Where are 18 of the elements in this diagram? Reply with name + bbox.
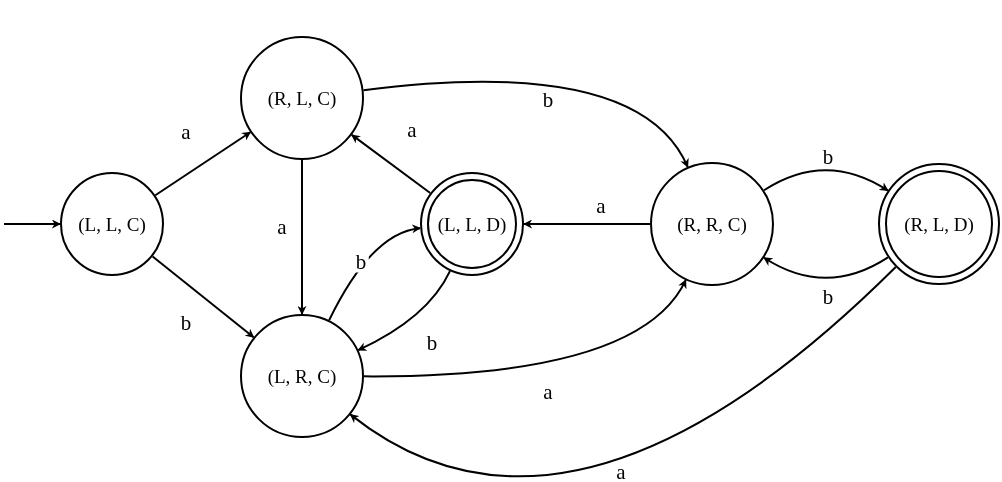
arrow xyxy=(763,256,889,279)
arrow xyxy=(154,131,252,197)
state-label: (R, L, D) xyxy=(904,214,974,234)
state-label: (R, R, C) xyxy=(677,214,747,234)
state-label: (L, L, C) xyxy=(78,214,146,234)
arrow xyxy=(328,224,422,322)
state-label: (L, L, D) xyxy=(437,214,507,234)
arrow xyxy=(763,169,889,192)
arrow xyxy=(151,255,255,339)
arrow xyxy=(297,159,307,315)
state-label: (R, L, C) xyxy=(267,88,337,108)
arrow xyxy=(350,133,432,195)
arrow xyxy=(523,219,651,229)
arrow xyxy=(357,270,451,352)
arrow xyxy=(349,266,897,478)
state-label: (L, R, C) xyxy=(267,366,337,386)
arrow xyxy=(3,219,61,229)
arrow xyxy=(363,279,687,378)
